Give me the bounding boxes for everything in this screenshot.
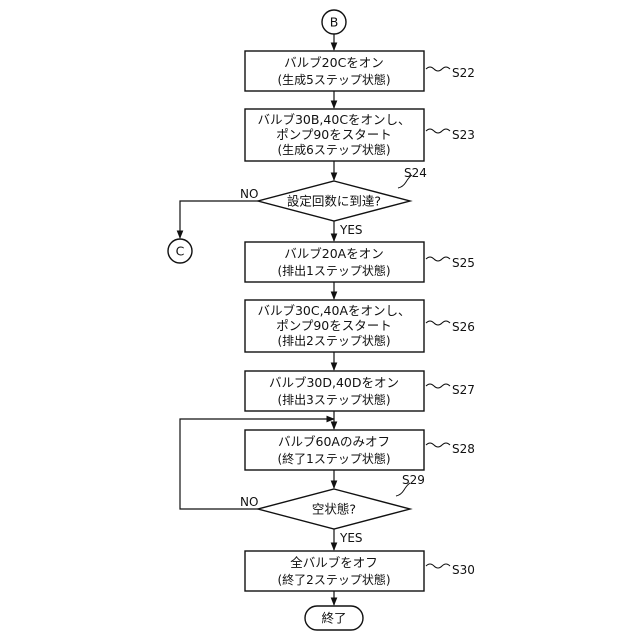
s26-id: S26 bbox=[452, 320, 475, 334]
s28-id: S28 bbox=[452, 442, 475, 456]
s30-tag-leader bbox=[426, 564, 450, 568]
connector-c-label: C bbox=[176, 244, 185, 259]
s27-line1: バルブ30D,40Dをオン bbox=[269, 375, 399, 390]
s24-id: S24 bbox=[404, 166, 427, 180]
s29-id: S29 bbox=[402, 473, 425, 487]
s24-no-label: NO bbox=[240, 187, 258, 201]
s29-question: 空状態? bbox=[312, 502, 356, 517]
s30-line2: (終了2ステップ状態) bbox=[278, 572, 391, 587]
s29-yes-label: YES bbox=[339, 531, 363, 545]
s23-line1: バルブ30B,40Cをオンし、 bbox=[257, 112, 410, 127]
s25-id: S25 bbox=[452, 256, 475, 270]
s26-line2: ポンプ90をスタート bbox=[276, 318, 392, 333]
s24-question: 設定回数に到達? bbox=[287, 194, 381, 209]
s25-line1: バルブ20Aをオン bbox=[284, 246, 383, 261]
s29-no-label: NO bbox=[240, 495, 258, 509]
s28-line1: バルブ60Aのみオフ bbox=[278, 434, 390, 449]
s23-id: S23 bbox=[452, 128, 475, 142]
s22-tag-leader bbox=[426, 67, 450, 71]
s22-line2: (生成5ステップ状態) bbox=[278, 72, 391, 87]
s28-line2: (終了1ステップ状態) bbox=[278, 451, 391, 466]
s24-yes-label: YES bbox=[339, 223, 363, 237]
s27-tag-leader bbox=[426, 384, 450, 388]
s23-line2: ポンプ90をスタート bbox=[276, 127, 392, 142]
arrow-s24-no-c bbox=[180, 201, 258, 238]
s22-id: S22 bbox=[452, 66, 475, 80]
s27-id: S27 bbox=[452, 383, 475, 397]
s22-line1: バルブ20Cをオン bbox=[284, 55, 384, 70]
s27-line2: (排出3ステップ状態) bbox=[278, 392, 391, 407]
s30-line1: 全バルブをオフ bbox=[290, 555, 378, 570]
s25-line2: (排出1ステップ状態) bbox=[278, 263, 391, 278]
s30-id: S30 bbox=[452, 563, 475, 577]
connector-b-label: B bbox=[330, 15, 339, 30]
s28-tag-leader bbox=[426, 443, 450, 447]
s23-line3: (生成6ステップ状態) bbox=[278, 142, 391, 157]
s23-tag-leader bbox=[426, 129, 450, 133]
s26-line3: (排出2ステップ状態) bbox=[278, 333, 391, 348]
s26-tag-leader bbox=[426, 321, 450, 325]
s25-tag-leader bbox=[426, 257, 450, 261]
end-label: 終了 bbox=[321, 611, 346, 626]
s26-line1: バルブ30C,40Aをオンし、 bbox=[257, 303, 410, 318]
